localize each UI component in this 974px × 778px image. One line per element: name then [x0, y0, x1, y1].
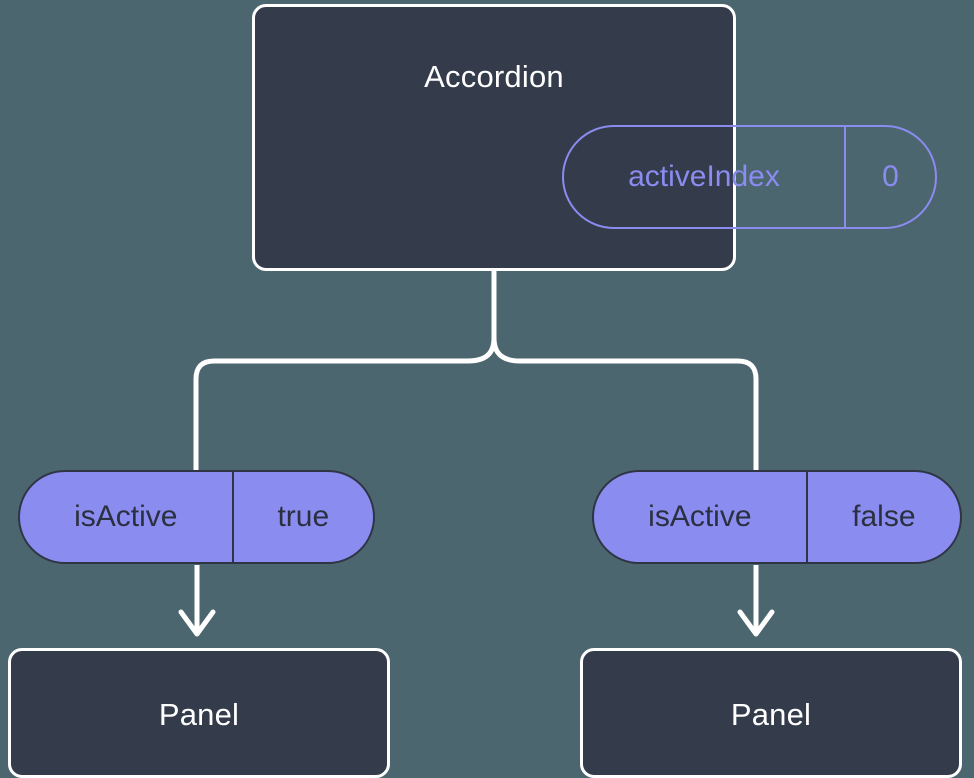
- prop-pill-is-active-right-key: isActive: [648, 500, 752, 533]
- panel-node-right-title: Panel: [730, 697, 812, 732]
- prop-pill-is-active-left-value: true: [231, 472, 373, 562]
- panel-node-right[interactable]: Panel: [580, 648, 962, 778]
- prop-pill-active-index-key: activeIndex: [628, 160, 780, 193]
- right-branch-connector: [491, 335, 759, 473]
- left-branch-connector: [193, 335, 497, 473]
- panel-node-left-title: Panel: [158, 697, 240, 732]
- panel-node-left[interactable]: Panel: [8, 648, 390, 778]
- prop-pill-active-index-value: 0: [843, 127, 935, 227]
- right-arrow-down-icon: [737, 609, 775, 637]
- prop-pill-is-active-left[interactable]: isActive true: [18, 470, 375, 564]
- prop-pill-active-index[interactable]: activeIndex 0: [562, 125, 937, 229]
- prop-pill-is-active-left-key: isActive: [74, 500, 178, 533]
- accordion-node[interactable]: Accordion activeIndex 0: [252, 4, 937, 271]
- prop-pill-is-active-right[interactable]: isActive false: [592, 470, 962, 564]
- prop-pill-is-active-right-value: false: [805, 472, 960, 562]
- left-arrow-down-icon: [178, 609, 216, 637]
- accordion-node-title: Accordion: [424, 59, 564, 94]
